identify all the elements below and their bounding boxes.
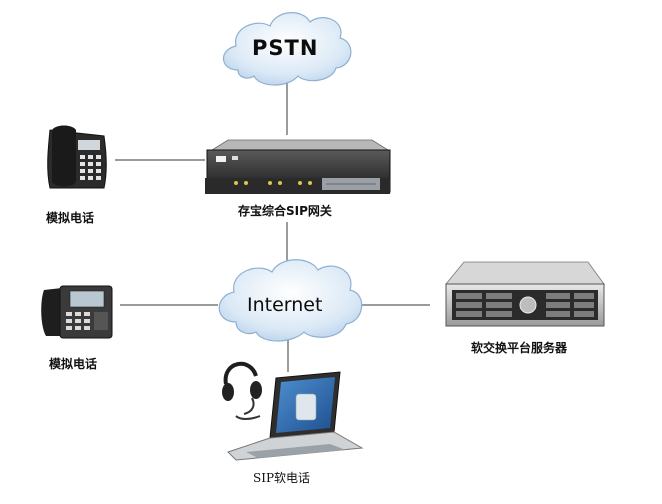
server-label: 软交换平台服务器 (471, 341, 568, 355)
phone-bottom-label: 模拟电话 (49, 357, 98, 371)
softphone-label: SIP软电话 (253, 471, 311, 485)
internet-label: Internet (247, 294, 323, 316)
laptop-headset-icon (222, 361, 364, 461)
pstn-cloud-icon (222, 12, 352, 86)
pstn-label: PSTN (252, 36, 319, 60)
phone-top-label: 模拟电话 (46, 211, 95, 225)
connection-lines (115, 82, 430, 372)
rack-gateway-icon (205, 139, 391, 194)
ip-phone-icon (41, 285, 113, 339)
rack-server-icon (445, 261, 605, 327)
internet-cloud-icon (218, 259, 363, 342)
headset-icon (222, 361, 262, 420)
desk-phone-icon (47, 125, 107, 189)
gateway-label: 存宝综合SIP网关 (238, 204, 332, 218)
